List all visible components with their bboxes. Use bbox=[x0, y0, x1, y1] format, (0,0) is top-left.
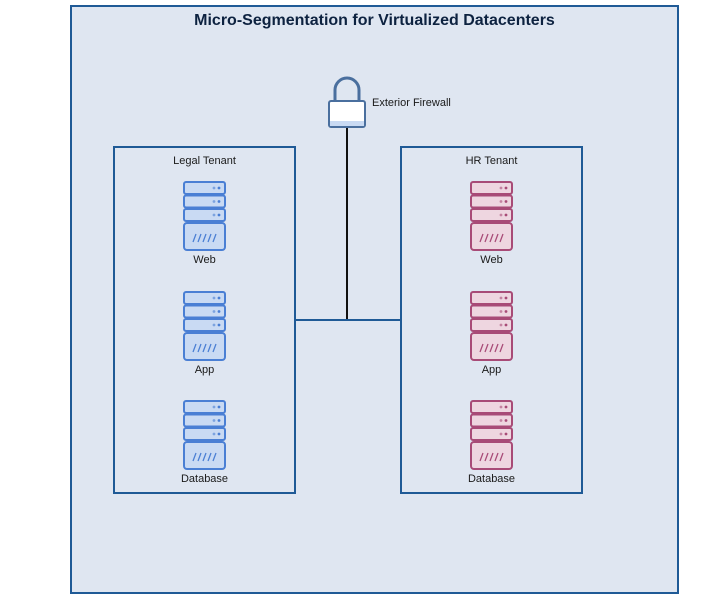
legal-database-label: Database bbox=[180, 473, 229, 485]
server-icon bbox=[183, 400, 226, 470]
firewall-label: Exterior Firewall bbox=[372, 97, 451, 109]
legal-tenant-label: Legal Tenant bbox=[173, 155, 236, 167]
hr-app-label: App bbox=[481, 364, 502, 376]
hr-tenant-box bbox=[400, 146, 583, 494]
server-icon bbox=[470, 181, 513, 251]
hr-database-label: Database bbox=[467, 473, 516, 485]
legal-app-label: App bbox=[194, 364, 215, 376]
legal-tenant-box bbox=[113, 146, 296, 494]
datacenter-boundary bbox=[70, 5, 679, 594]
hr-web-label: Web bbox=[480, 254, 503, 266]
diagram-title: Micro-Segmentation for Virtualized Datac… bbox=[194, 12, 555, 29]
lock-icon bbox=[328, 76, 366, 128]
server-icon bbox=[470, 291, 513, 361]
legal-web-label: Web bbox=[193, 254, 216, 266]
server-icon bbox=[183, 291, 226, 361]
hr-tenant-label: HR Tenant bbox=[465, 155, 518, 167]
server-icon bbox=[183, 181, 226, 251]
server-icon bbox=[470, 400, 513, 470]
